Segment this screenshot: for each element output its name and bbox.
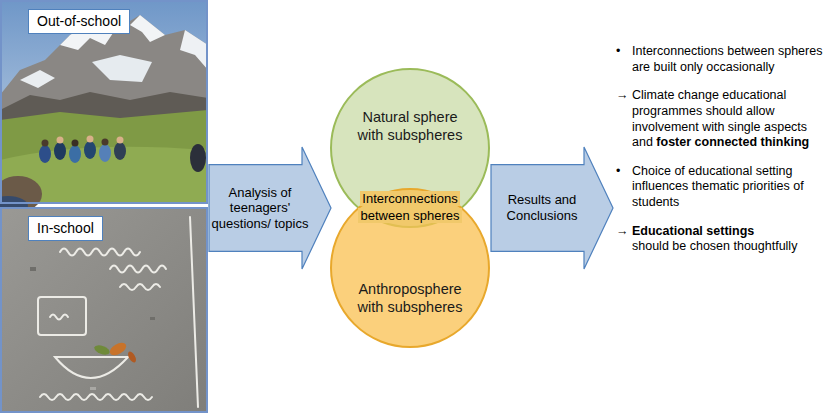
node-text: Anthroposphere with subspheres	[352, 280, 468, 316]
conclusions-list: •Interconnections between spheres are bu…	[616, 44, 836, 268]
note-text: Choice of educational setting influences…	[632, 164, 804, 209]
list-marker: •	[616, 164, 632, 211]
students-group	[39, 136, 206, 173]
note-text: should be chosen thoughtfully	[632, 239, 836, 255]
person	[42, 140, 49, 147]
person	[87, 136, 94, 143]
chalk-scribble	[60, 249, 140, 256]
chalk-line	[190, 217, 198, 407]
list-item: →Climate change educational programmes s…	[616, 88, 836, 151]
list-item: •Choice of educational setting influence…	[616, 164, 836, 211]
speckle	[90, 387, 96, 390]
sky	[0, 0, 208, 204]
speckle	[150, 317, 155, 320]
chalk-box	[38, 297, 86, 335]
glacier	[92, 55, 152, 82]
block-arrow: Results and Conclusions	[490, 146, 614, 270]
text-group: Out-of-school	[2, 2, 206, 34]
setting-label: In-school	[28, 216, 103, 241]
person	[99, 144, 111, 162]
emphasis-text: foster connected thinking	[656, 135, 809, 149]
list-marker: •	[616, 44, 632, 75]
emphasis-text: Educational settings	[632, 224, 754, 238]
block-arrow: Analysis of teenagers' questions/ topics	[208, 146, 332, 270]
leaf	[108, 340, 129, 358]
photo-panel: In-school	[0, 207, 208, 413]
node-text: Analysis of teenagers' questions/ topics	[211, 185, 309, 232]
person	[117, 137, 124, 144]
chalk-scribble	[40, 394, 152, 400]
person	[72, 140, 79, 147]
list-item: •Interconnections between spheres are bu…	[616, 44, 836, 75]
note-text: Interconnections between spheres are bui…	[632, 44, 822, 74]
chalk-photo	[0, 207, 208, 413]
text-group: Natural sphere with subspheres	[352, 108, 468, 144]
text-group: Results and Conclusions	[493, 192, 591, 223]
speckle	[30, 267, 36, 271]
list-item: →Educational settingsshould be chosen th…	[616, 224, 836, 255]
list-text: Interconnections between spheres are bui…	[632, 44, 836, 75]
block-arrow-outline	[491, 147, 613, 269]
snow	[180, 30, 208, 70]
text-group: Interconnections between spheres	[351, 191, 469, 225]
person	[57, 137, 64, 144]
text-group: Analysis of teenagers' questions/ topics	[211, 185, 309, 232]
person	[39, 145, 51, 163]
circle-outline	[331, 189, 489, 347]
text-group: In-school	[2, 209, 206, 241]
person	[114, 142, 126, 160]
snow	[20, 70, 55, 88]
person	[102, 139, 109, 146]
asphalt	[0, 207, 208, 413]
setting-label: Out-of-school	[28, 9, 130, 34]
snow	[130, 15, 165, 42]
person	[54, 142, 66, 160]
list-text: Educational settingsshould be chosen tho…	[632, 224, 836, 255]
chalk-drawing	[38, 217, 198, 407]
list-text: Climate change educational programmes sh…	[632, 88, 836, 151]
node-text: Natural sphere with subspheres	[352, 108, 468, 144]
chalk-bowl	[55, 357, 128, 378]
list-marker: →	[616, 224, 632, 255]
list-marker: →	[616, 88, 632, 151]
leaf	[93, 344, 111, 357]
chalk-scribble	[110, 266, 166, 273]
person	[190, 144, 206, 172]
person	[69, 145, 81, 163]
photo-panel: Out-of-school	[0, 0, 208, 204]
person	[84, 141, 96, 159]
list-text: Choice of educational setting influences…	[632, 164, 836, 211]
chalk-scribble	[120, 284, 160, 290]
leaf	[126, 350, 137, 363]
block-arrow-outline	[209, 147, 331, 269]
mountain-photo	[0, 0, 208, 216]
circle-outline	[331, 69, 489, 227]
node-text: Interconnections between spheres	[358, 191, 461, 223]
text-group: Anthroposphere with subspheres	[352, 280, 468, 316]
chalk-scribble	[50, 315, 68, 320]
node-text: Results and Conclusions	[493, 192, 591, 223]
overlap-region: Interconnections between spheres	[351, 188, 469, 228]
